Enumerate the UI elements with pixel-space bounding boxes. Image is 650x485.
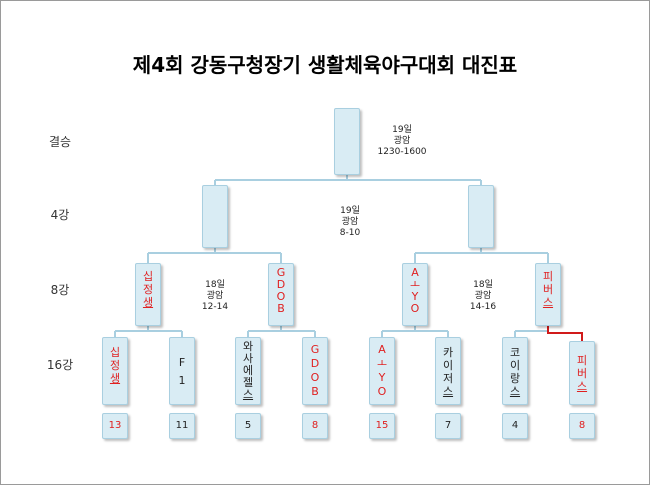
seed-number: 7 [435,413,461,439]
final-slot [334,108,360,175]
semi-slot-right [468,185,494,248]
win-line [547,326,583,341]
seed-number: 8 [569,413,595,439]
seed-number: 11 [169,413,195,439]
page-title: 제4회 강동구청장기 생활체육야구대회 대진표 [132,53,518,77]
round-label-quarter: 8강 [50,283,70,297]
round-label-r16: 16강 [46,358,74,372]
seed-number: 8 [302,413,328,439]
semi-slot-left [202,185,228,248]
round-label-semi: 4강 [50,208,70,222]
seed-number: 5 [235,413,261,439]
seed-number: 13 [102,413,128,439]
round-label-final: 결승 [48,135,72,149]
seed-number: 4 [502,413,528,439]
seed-number: 15 [369,413,395,439]
